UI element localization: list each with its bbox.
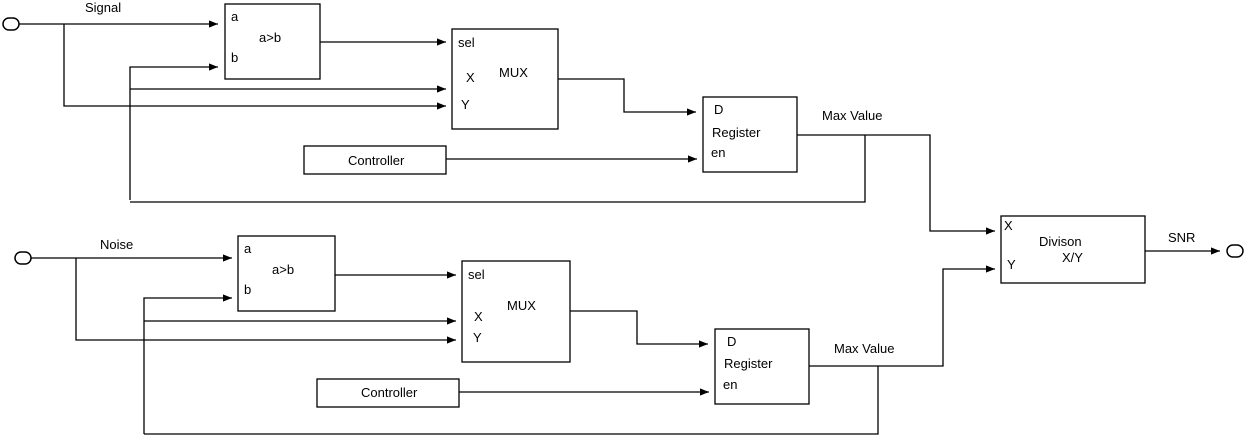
noise-register-title: Register: [724, 356, 773, 371]
divider-subtitle: X/Y: [1062, 250, 1083, 265]
signal-to-mux-y-wire: [63, 24, 446, 110]
noise-mux-port-y: Y: [473, 330, 482, 345]
divider-title: Divison: [1039, 234, 1082, 249]
noise-mux-port-sel: sel: [468, 267, 485, 282]
feedback-to-comparator-b-wire: [129, 63, 218, 200]
signal-controller-block[interactable]: [303, 145, 447, 175]
register-to-divider-y-wire: [809, 265, 995, 367]
noise-input-label: Noise: [100, 237, 133, 252]
noise-comparator-title: a>b: [272, 262, 294, 277]
noise-mux-block[interactable]: [461, 260, 571, 363]
signal-mux-port-x: X: [466, 70, 475, 85]
signal-controller-label: Controller: [348, 153, 405, 168]
divider-port-x: X: [1004, 218, 1013, 233]
noise-path: Noise a a>b b sel MUX X Y D Register en …: [14, 235, 995, 435]
signal-comparator-block[interactable]: [224, 3, 321, 80]
mux-to-register-d-wire: [558, 78, 696, 116]
signal-register-title: Register: [712, 125, 761, 140]
signal-comparator-port-b: b: [231, 50, 238, 65]
noise-register-port-en: en: [723, 377, 737, 392]
noise-input-port[interactable]: [14, 251, 32, 265]
signal-comparator-title: a>b: [259, 30, 281, 45]
max-value-feedback-wire: [130, 135, 866, 203]
signal-input-port[interactable]: [2, 17, 20, 31]
signal-input-label: Signal: [85, 0, 121, 15]
signal-mux-port-sel: sel: [458, 35, 475, 50]
snr-output-port[interactable]: [1226, 244, 1244, 258]
noise-mux-port-x: X: [474, 309, 483, 324]
signal-mux-title: MUX: [499, 65, 528, 80]
noise-controller-label: Controller: [361, 385, 418, 400]
signal-register-port-d: D: [714, 102, 723, 117]
signal-path: Signal a a>b b sel MUX X Y D Register en…: [2, 0, 995, 235]
signal-register-port-en: en: [711, 145, 725, 160]
noise-comparator-port-b: b: [244, 282, 251, 297]
signal-max-value-label: Max Value: [822, 108, 882, 123]
divider-port-y: Y: [1007, 257, 1016, 272]
noise-max-value-label: Max Value: [834, 341, 894, 356]
noise-feedback-to-comparator-b-wire: [143, 294, 232, 434]
divider-section: X Y Divison X/Y SNR: [1000, 215, 1244, 284]
noise-register-port-d: D: [727, 334, 736, 349]
noise-comparator-block[interactable]: [237, 235, 336, 312]
noise-to-mux-y-wire: [75, 258, 456, 344]
noise-register-block[interactable]: [714, 328, 810, 405]
noise-controller-block[interactable]: [316, 378, 460, 408]
noise-mux-to-register-d-wire: [570, 310, 708, 348]
divider-block[interactable]: [1000, 215, 1146, 284]
noise-comparator-port-a: a: [244, 241, 252, 256]
signal-comparator-port-a: a: [231, 9, 239, 24]
noise-max-value-feedback-wire: [144, 366, 879, 435]
noise-mux-title: MUX: [507, 298, 536, 313]
signal-mux-port-y: Y: [461, 97, 470, 112]
signal-mux-block[interactable]: [451, 28, 559, 130]
signal-register-block[interactable]: [702, 96, 798, 173]
register-to-divider-x-wire: [797, 134, 995, 235]
snr-output-label: SNR: [1168, 230, 1195, 245]
